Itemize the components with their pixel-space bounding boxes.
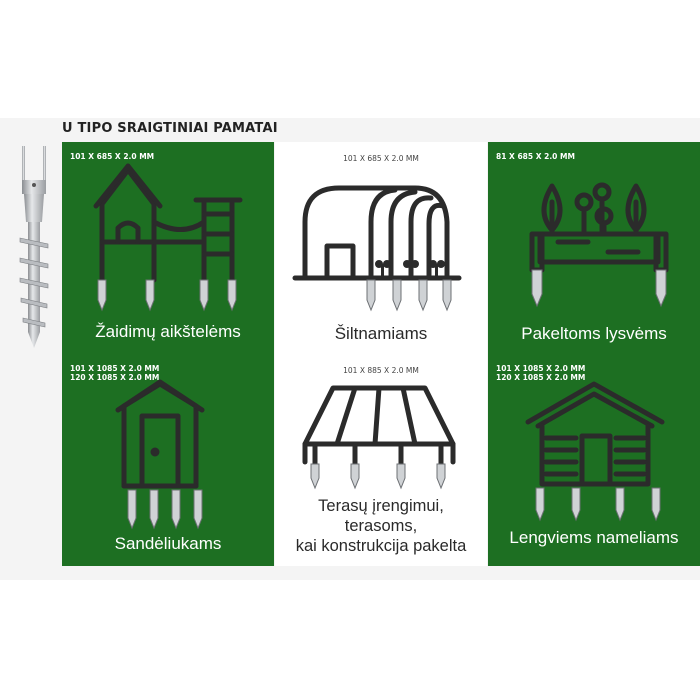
panel-caption: Pakeltoms lysvėms [521,324,667,343]
panel-playground: 101 X 685 X 2.0 MM Žaidimų aikštelėms [62,142,274,354]
panel-raised-beds: 81 X 685 X 2.0 MM Pakeltoms lysvėms [488,142,700,354]
cabin-icon [525,381,665,487]
panel-terraces: 101 X 885 X 2.0 MM Terasų įrengimui, ter… [275,354,487,566]
panel-spec: 101 X 685 X 2.0 MM [343,154,419,163]
panel-spec: 101 X 685 X 2.0 MM [70,152,155,161]
panel-spec: 101 X 1085 X 2.0 MM 120 X 1085 X 2.0 MM [70,364,160,382]
screws-row [531,269,667,308]
panel-caption: Sandėliukams [114,534,222,553]
panel-spec: 101 X 885 X 2.0 MM [343,366,419,375]
screws-row [97,279,237,312]
panel-cabins: 101 X 1085 X 2.0 MM 120 X 1085 X 2.0 MM … [488,354,700,566]
plants-icon [375,260,445,276]
screws-row [127,489,203,530]
screws-row [535,487,661,522]
page-title: U TIPO SRAIGTINIAI PAMATAI [62,121,278,136]
panel-caption: Terasų įrengimui, terasoms, kai konstruk… [295,497,467,555]
shed-icon [115,379,205,489]
greenhouse-icon [292,185,462,281]
panel-caption: Šiltnamiams [334,324,428,343]
panel-greenhouse: 101 X 685 X 2.0 MM Šiltnamiams [275,142,487,354]
panel-spec: 81 X 685 X 2.0 MM [496,152,575,161]
panel-sheds: 101 X 1085 X 2.0 MM 120 X 1085 X 2.0 MM … [62,354,274,566]
ground-screw-image [19,146,49,348]
panel-caption: Žaidimų aikštelėms [95,322,241,341]
raised-bed-icon [529,182,669,273]
screws-row [310,463,446,490]
panel-caption: Lengviems nameliams [509,528,679,547]
terrace-icon [302,385,456,467]
panel-spec: 101 X 1085 X 2.0 MM 120 X 1085 X 2.0 MM [496,364,586,382]
playground-icon [93,163,243,283]
screws-row [366,279,452,312]
